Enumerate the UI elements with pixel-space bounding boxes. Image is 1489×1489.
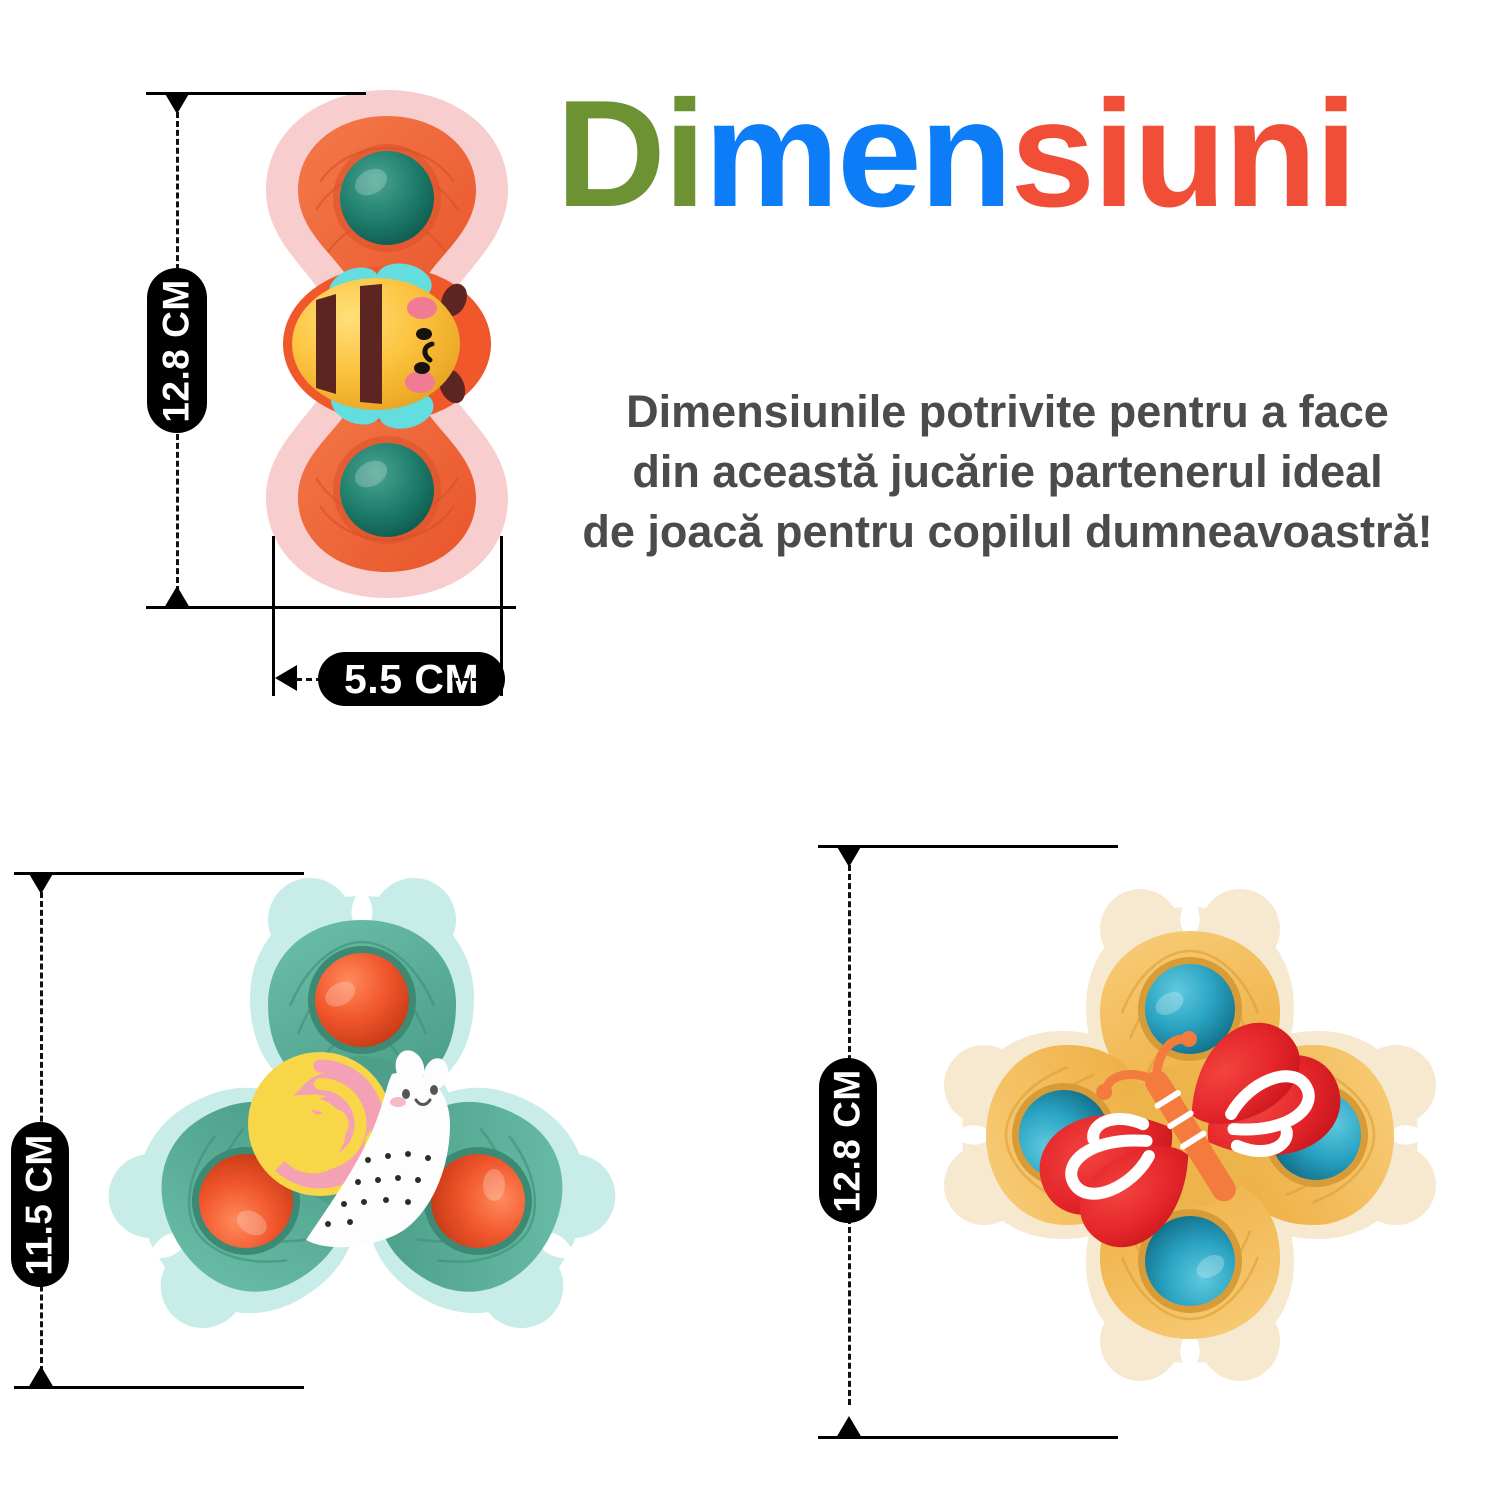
snail-mouth: [414, 1098, 432, 1106]
butterfly-wing-marks: [1065, 1070, 1315, 1200]
bee-ball-bottom: [340, 443, 434, 537]
bee-width-arrow-right: [476, 665, 498, 691]
bee-height-value: 12.8 CM: [156, 278, 197, 423]
title-segment-2: men: [704, 69, 1013, 239]
butterfly-body: [1145, 1070, 1236, 1202]
butterfly-height-bottom-guide: [818, 1436, 1118, 1439]
snail-eye-2: [430, 1085, 438, 1095]
bee-height-arrow-top: [164, 92, 190, 114]
snail-foot-dots: [325, 1151, 431, 1227]
snail-height-label: 11.5 CM: [11, 1122, 69, 1287]
snail-height-arrow-bottom: [28, 1366, 54, 1388]
bee-cheek-top: [407, 297, 437, 319]
bee-mouth: [422, 341, 435, 363]
butterfly-character: [1039, 1022, 1341, 1248]
bee-height-top-guide: [146, 92, 366, 95]
butterfly-spinner-toy: [900, 830, 1480, 1440]
bee-height-bottom-guide: [146, 606, 516, 609]
butterfly-body-stripes: [1154, 1090, 1207, 1150]
description-text: Dimensiunile potrivite pentru a face din…: [520, 382, 1489, 562]
bee-width-left-guide: [272, 536, 275, 696]
butterfly-antennae: [1096, 1030, 1197, 1100]
bee-stripe-1: [316, 294, 336, 394]
description-line-2: din această jucărie partenerul ideal: [632, 445, 1383, 497]
snail-height-bottom-guide: [14, 1386, 304, 1389]
bee-eye-2: [414, 362, 430, 374]
bee-antenna-top: [441, 283, 467, 317]
bee-ball-top: [340, 151, 434, 245]
snail-height-top-guide: [14, 872, 304, 875]
bee-width-dash-left: [296, 678, 322, 681]
title-segment-1: Di: [556, 69, 706, 239]
bee-spinner-toy: [258, 86, 516, 602]
description-line-1: Dimensiunile potrivite pentru a face: [626, 386, 1389, 437]
butterfly-wing-upper-right: [1191, 1022, 1300, 1124]
butterfly-height-arrow-bottom: [836, 1416, 862, 1438]
bee-width-right-guide: [500, 536, 503, 696]
bee-height-label: 12.8 CM: [147, 268, 207, 433]
snail-character: [248, 1050, 450, 1248]
snail-spinner-toy: [52, 862, 672, 1402]
description-line-3: de joacă pentru copilul dumneavoastră!: [582, 505, 1433, 557]
snail-height-arrow-top: [28, 872, 54, 894]
bee-stripe-2: [360, 284, 382, 404]
butterfly-height-value: 12.8 CM: [827, 1068, 868, 1213]
snail-shell: [248, 1052, 392, 1196]
snail-height-value: 11.5 CM: [19, 1133, 61, 1276]
bee-height-arrow-bottom: [164, 586, 190, 608]
bee-width-dash-right: [452, 678, 478, 681]
bee-cheek-bottom: [405, 371, 435, 393]
bee-width-arrow-left: [275, 665, 297, 691]
page-title: Dimensiuni: [556, 78, 1357, 230]
butterfly-height-arrow-top: [836, 845, 862, 867]
snail-eye-1: [402, 1089, 410, 1099]
title-segment-3: siuni: [1010, 69, 1358, 239]
snail-balls: [191, 946, 533, 1255]
butterfly-height-top-guide: [818, 845, 1118, 848]
butterfly-height-label: 12.8 CM: [819, 1058, 877, 1223]
butterfly-wing-lower-left: [1080, 1146, 1189, 1248]
bee-eye-1: [416, 328, 432, 340]
